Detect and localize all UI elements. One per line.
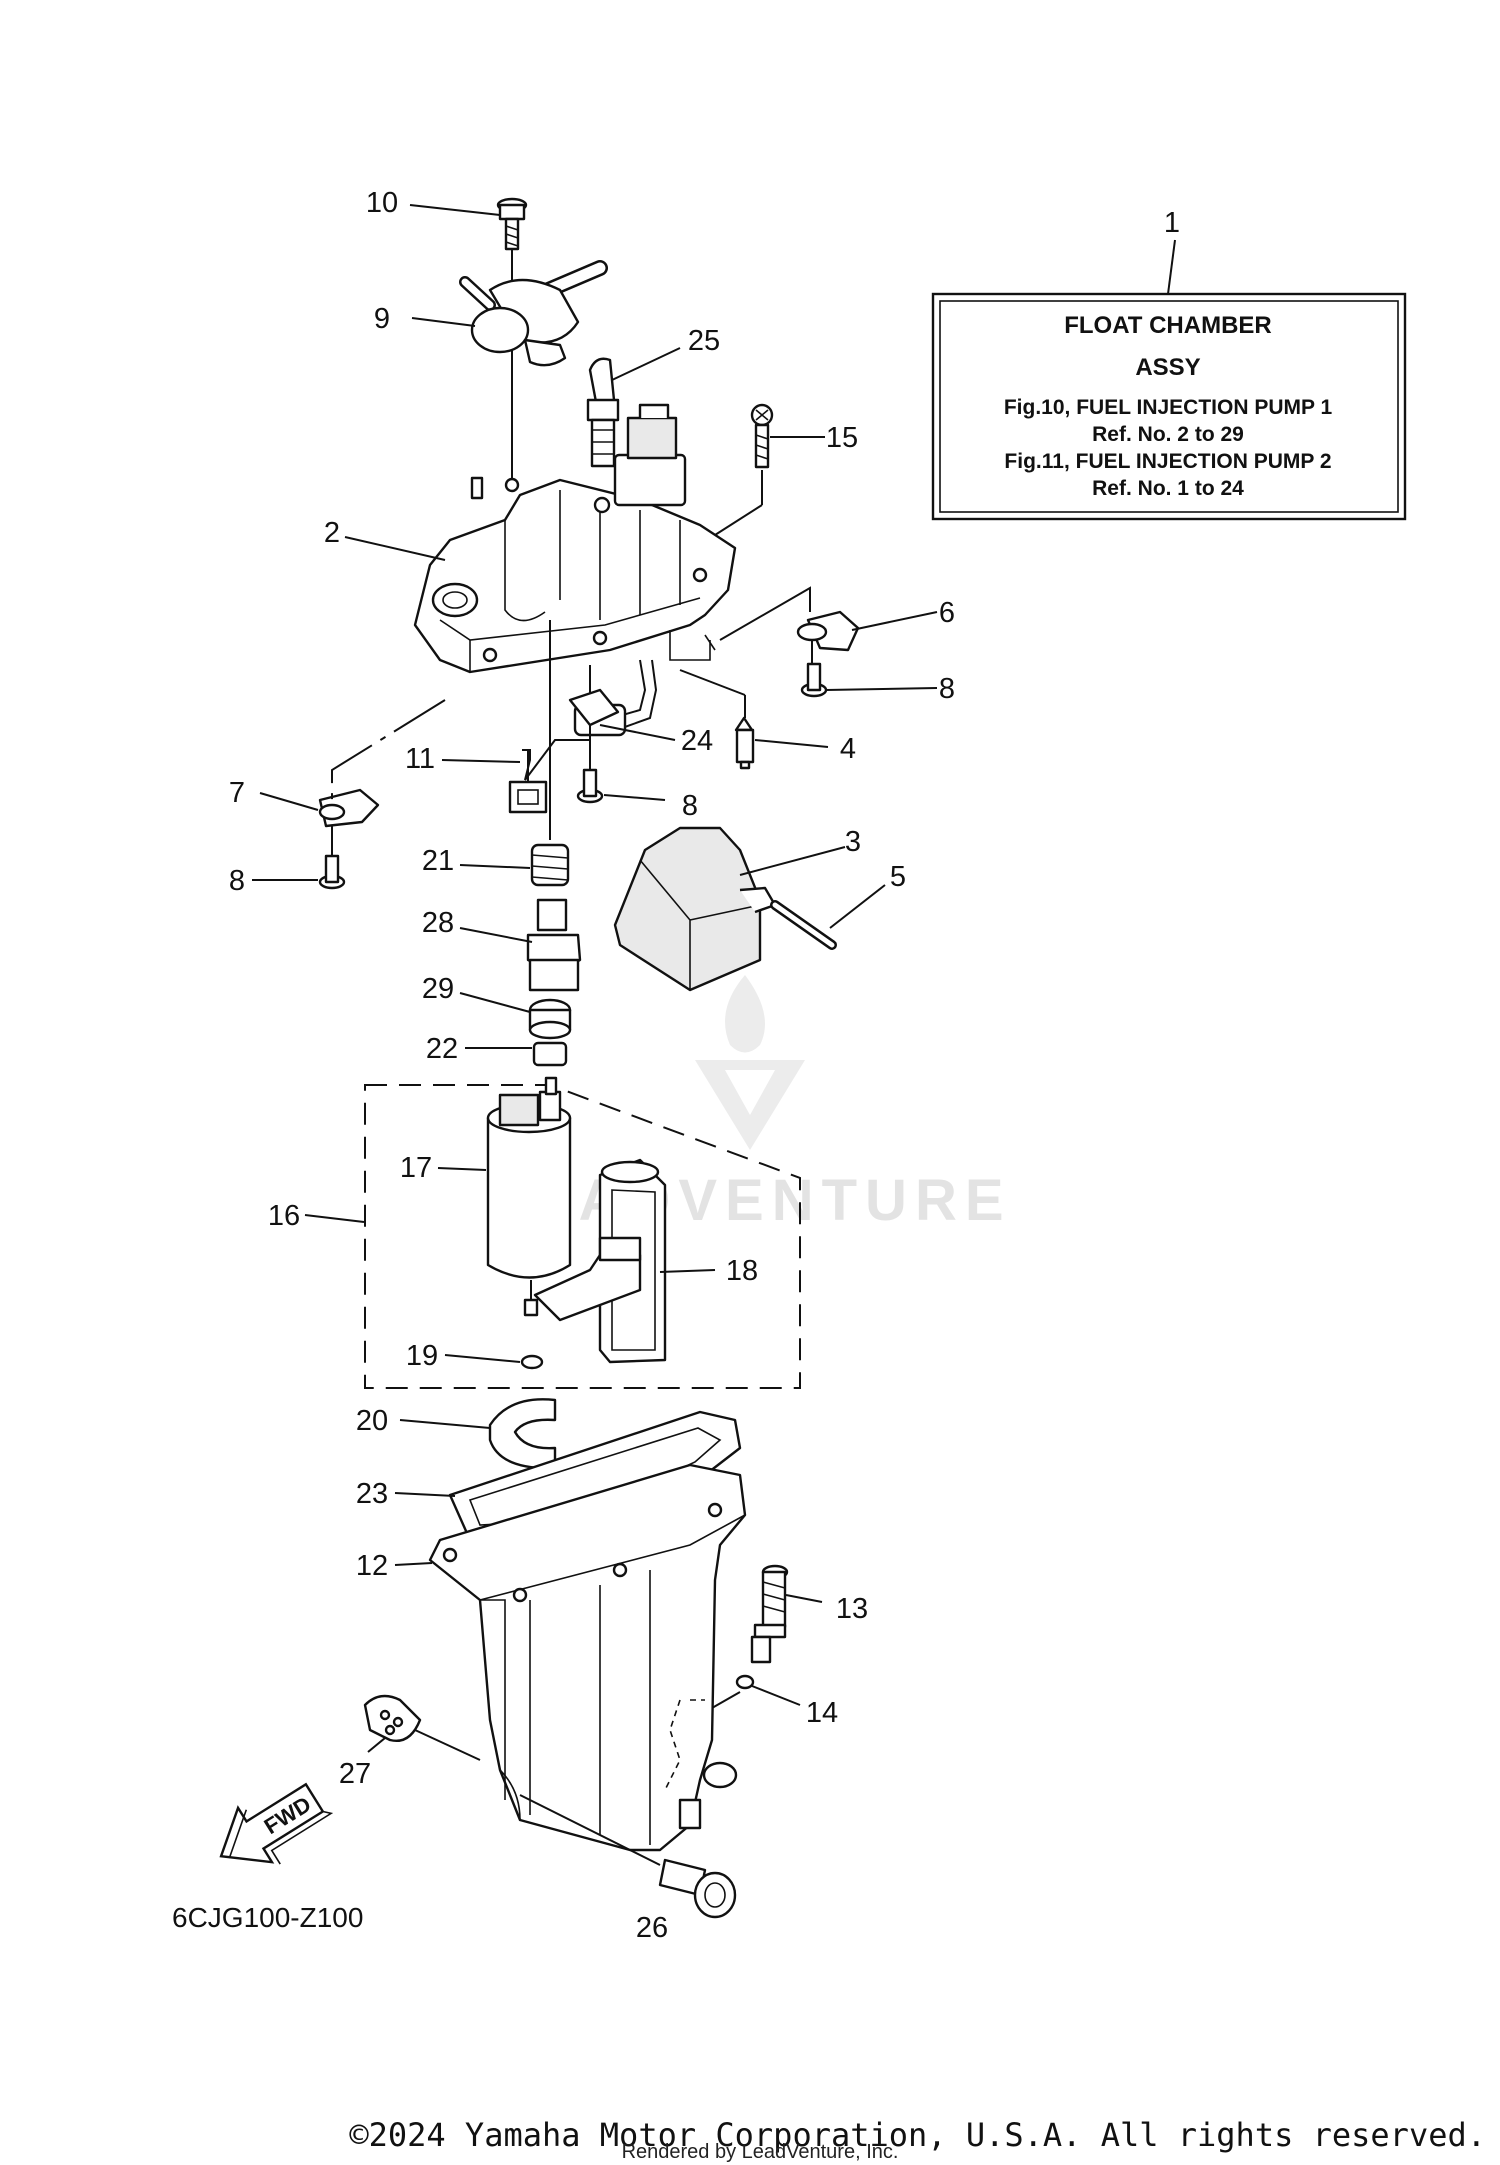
part-8-screw-a: [800, 662, 828, 698]
callout-26: 26: [636, 1912, 668, 1944]
callout-28: 28: [422, 907, 454, 939]
info-box-line-3: Fig.11, FUEL INJECTION PUMP 2: [1004, 450, 1331, 473]
callout-16: 16: [268, 1200, 300, 1232]
info-box-outer: [931, 292, 1407, 521]
callout-8c: 8: [229, 865, 245, 897]
part-10-screw: [496, 197, 528, 251]
callout-4: 4: [840, 733, 856, 765]
part-6-clamp: [796, 610, 860, 652]
callout-3: 3: [845, 826, 861, 858]
callout-19: 19: [406, 1340, 438, 1372]
callout-12: 12: [356, 1550, 388, 1582]
part-5-pin: [770, 900, 837, 950]
part-22-washer: [532, 1041, 568, 1067]
part-7-clamp: [318, 788, 380, 828]
callout-15: 15: [826, 422, 858, 454]
info-box: FLOAT CHAMBER ASSY Fig.10, FUEL INJECTIO…: [931, 239, 1407, 521]
part-18-filter: [533, 1158, 667, 1364]
part-19-o-ring: [520, 1354, 544, 1370]
info-box-line-1: Fig.10, FUEL INJECTION PUMP 1: [1004, 396, 1333, 419]
callout-21: 21: [422, 845, 454, 877]
part-24-clamp: [568, 688, 620, 727]
callout-13: 13: [836, 1593, 868, 1625]
part-8-screw-b: [576, 768, 604, 804]
callout-5: 5: [890, 861, 906, 893]
callout-17: 17: [400, 1152, 432, 1184]
part-13-drain-valve: [750, 1564, 789, 1664]
part-27-grommet: [363, 1694, 422, 1742]
info-box-inner: [939, 300, 1399, 513]
info-box-title-2: ASSY: [1135, 354, 1200, 381]
watermark-text: LEADVENTURE: [488, 1168, 1011, 1233]
callout-6: 6: [939, 597, 955, 629]
rendered-by-credit: Rendered by LeadVenture, Inc.: [622, 2141, 899, 2163]
part-8-screw-c: [318, 854, 346, 890]
part-21-spring: [530, 843, 570, 887]
part-17-fuel-pump: [486, 1076, 572, 1317]
callouts: 1 2 3 4 5 6 7 8 8 8 9 10 11 12 13 14 15 …: [229, 187, 1180, 1944]
copyright-notice: ©2024 Yamaha Motor Corporation, U.S.A. A…: [349, 2116, 1486, 2154]
part-20-c-ring: [488, 1398, 557, 1470]
part-12-float-chamber: [428, 1463, 747, 1852]
diagram-code: 6CJG100-Z100: [172, 1902, 363, 1933]
callout-1: 1: [1164, 207, 1180, 239]
watermark: LEADVENTURE: [488, 975, 1011, 1233]
callout-29: 29: [422, 973, 454, 1005]
callout-18: 18: [726, 1255, 758, 1287]
callout-24: 24: [681, 725, 713, 757]
callout-8a: 8: [939, 673, 955, 705]
info-box-line-4: Ref. No. 1 to 24: [1092, 477, 1244, 500]
callout-8b: 8: [682, 790, 698, 822]
watermark-v-icon: [695, 1060, 805, 1150]
part-26-plug: [658, 1858, 737, 1919]
part-9-regulator: [459, 260, 608, 367]
part-2-cover: [413, 403, 737, 674]
callout-9: 9: [374, 303, 390, 335]
part-16-assembly-outline: [364, 1084, 801, 1389]
part-25-fitting: [586, 357, 620, 468]
callout-23: 23: [356, 1478, 388, 1510]
part-14-o-ring: [735, 1674, 755, 1690]
callout-2: 2: [324, 517, 340, 549]
leader-1: [1167, 239, 1176, 295]
part-4-needle: [734, 716, 755, 770]
part-3-filter-cover: [613, 826, 777, 992]
part-28-joint: [526, 898, 582, 992]
callout-25: 25: [688, 325, 720, 357]
callout-10: 10: [366, 187, 398, 219]
callout-7: 7: [229, 777, 245, 809]
callout-22: 22: [426, 1033, 458, 1065]
info-box-line-2: Ref. No. 2 to 29: [1092, 423, 1244, 446]
callout-27: 27: [339, 1758, 371, 1790]
leader-lines: [252, 204, 938, 1753]
part-29-grommet: [528, 998, 572, 1040]
watermark-flame-icon: [725, 975, 765, 1053]
info-box-title-1: FLOAT CHAMBER: [1064, 312, 1272, 339]
part-15-screw: [750, 403, 774, 469]
fwd-arrow-icon: FWD: [219, 1782, 334, 1865]
callout-20: 20: [356, 1405, 388, 1437]
callout-11: 11: [405, 743, 435, 775]
callout-14: 14: [806, 1697, 838, 1729]
